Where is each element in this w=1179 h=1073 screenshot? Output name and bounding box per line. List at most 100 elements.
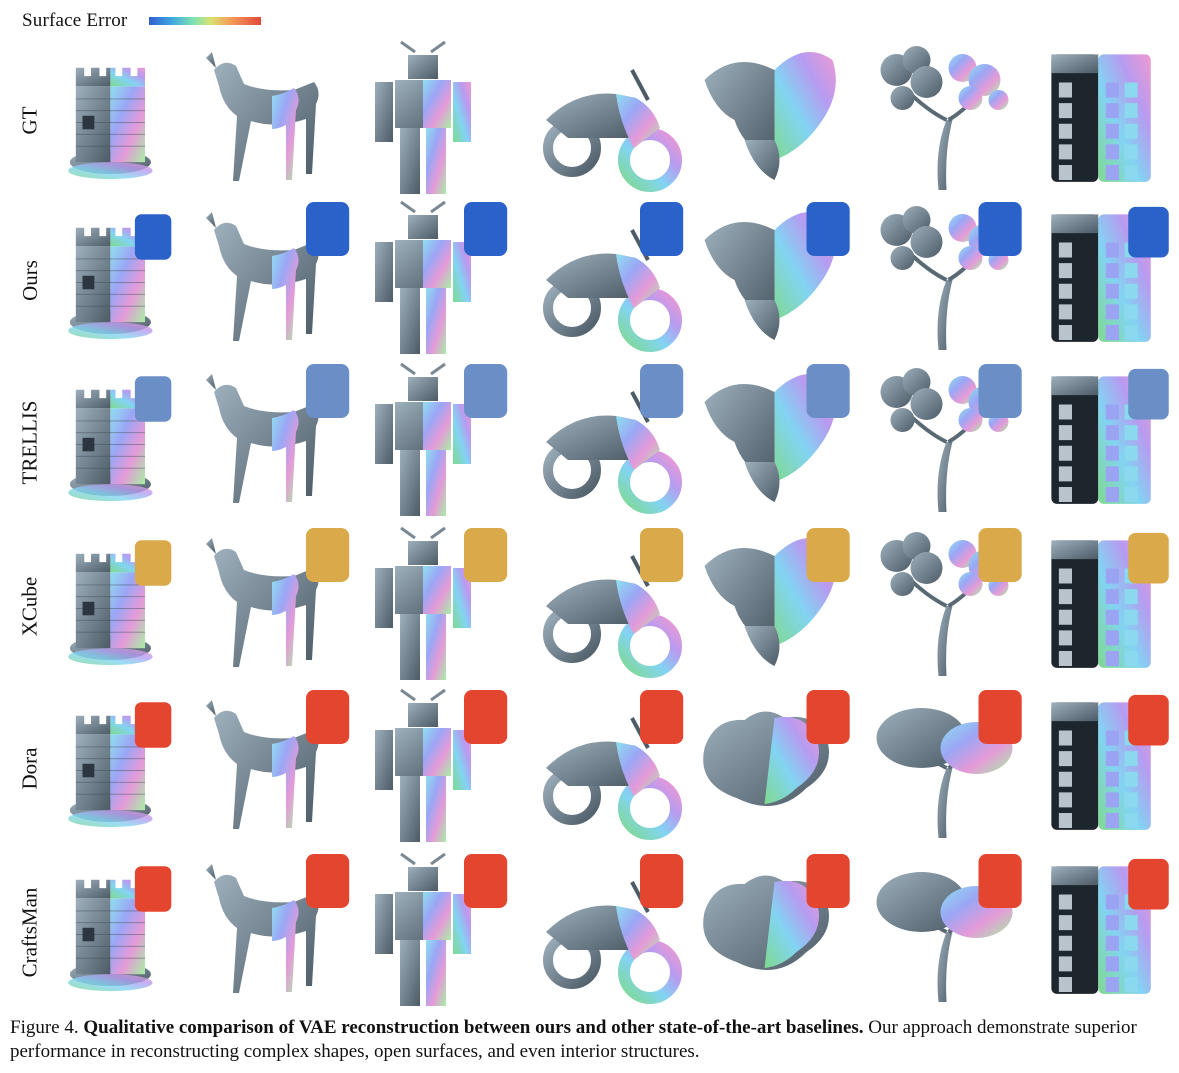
motorcycle-svg	[543, 528, 684, 678]
castle-tower-render	[64, 362, 199, 522]
lily-flower-svg	[704, 202, 850, 340]
castle-tower-render	[64, 40, 199, 200]
vehicle-interior-render	[1042, 688, 1179, 848]
tree-svg	[880, 364, 1022, 512]
tree-svg	[880, 202, 1022, 350]
tree-render	[864, 688, 1029, 848]
motorcycle-render	[536, 688, 696, 848]
row-label-text: XCube	[17, 576, 42, 636]
horse-render	[194, 200, 354, 360]
vehicle-interior-render	[1042, 526, 1179, 686]
robot-render	[360, 40, 520, 200]
row-label-text: Ours	[17, 259, 42, 301]
robot-render	[360, 526, 520, 686]
row-label-text: GT	[17, 106, 42, 134]
lily-flower-render	[692, 852, 857, 1012]
tree-render	[864, 526, 1029, 686]
lily-flower-svg	[703, 854, 850, 970]
horse-svg	[206, 854, 350, 993]
tree-render	[864, 40, 1029, 200]
motorcycle-svg	[543, 854, 684, 1004]
castle-tower-render	[64, 526, 199, 686]
row-label: GT	[6, 40, 54, 200]
tree-svg	[880, 528, 1022, 676]
horse-render	[194, 362, 354, 522]
horse-render	[194, 688, 354, 848]
vehicle-interior-svg	[1051, 694, 1169, 830]
robot-svg	[375, 688, 508, 842]
motorcycle-svg	[543, 690, 684, 840]
robot-svg	[375, 852, 508, 1006]
row-label: CraftsMan	[6, 852, 54, 1012]
robot-svg	[375, 362, 508, 516]
motorcycle-svg	[543, 364, 684, 514]
horse-svg	[206, 202, 350, 341]
lily-flower-svg	[704, 364, 850, 502]
vehicle-interior-render	[1042, 362, 1179, 522]
horse-svg	[206, 690, 350, 829]
legend-label: Surface Error	[22, 10, 128, 31]
figure-caption: Figure 4. Qualitative comparison of VAE …	[10, 1016, 1172, 1064]
horse-render	[194, 526, 354, 686]
row-label-text: Dora	[17, 747, 42, 789]
caption-prefix: Figure 4.	[10, 1017, 79, 1038]
horse-svg	[206, 52, 319, 181]
robot-svg	[375, 526, 508, 680]
castle-tower-svg	[68, 67, 153, 180]
motorcycle-render	[536, 852, 696, 1012]
robot-render	[360, 200, 520, 360]
vehicle-interior-svg	[1051, 858, 1169, 994]
tree-svg	[876, 854, 1022, 1002]
motorcycle-svg	[543, 69, 682, 192]
vehicle-interior-svg	[1051, 368, 1169, 504]
surface-error-colorbar	[149, 17, 262, 25]
horse-svg	[206, 364, 350, 503]
lily-flower-svg	[704, 528, 850, 666]
lily-flower-svg	[704, 52, 836, 180]
lily-flower-render	[692, 362, 857, 522]
vehicle-interior-render	[1042, 40, 1179, 200]
lily-flower-render	[692, 688, 857, 848]
surface-error-legend: Surface Error	[22, 8, 262, 34]
motorcycle-render	[536, 362, 696, 522]
robot-svg	[375, 40, 471, 194]
castle-tower-svg	[68, 376, 172, 502]
motorcycle-render	[536, 40, 696, 200]
motorcycle-render	[536, 526, 696, 686]
lily-flower-render	[692, 200, 857, 360]
motorcycle-svg	[543, 202, 684, 352]
row-label: XCube	[6, 526, 54, 686]
lily-flower-render	[692, 526, 857, 686]
robot-render	[360, 362, 520, 522]
robot-render	[360, 688, 520, 848]
tree-svg	[880, 46, 1009, 190]
castle-tower-svg	[68, 866, 172, 992]
horse-render	[194, 40, 354, 200]
castle-tower-render	[64, 688, 199, 848]
vehicle-interior-svg	[1051, 532, 1169, 668]
tree-render	[864, 852, 1029, 1012]
lily-flower-svg	[703, 690, 850, 806]
castle-tower-svg	[68, 214, 172, 340]
horse-render	[194, 852, 354, 1012]
castle-tower-svg	[68, 540, 172, 666]
row-label: Ours	[6, 200, 54, 360]
tree-svg	[876, 690, 1022, 838]
caption-rest: Our approach demonstrate superior perfor…	[10, 1017, 1137, 1062]
castle-tower-render	[64, 200, 199, 360]
tree-render	[864, 200, 1029, 360]
robot-render	[360, 852, 520, 1012]
castle-tower-render	[64, 852, 199, 1012]
caption-bold: Qualitative comparison of VAE reconstruc…	[83, 1017, 864, 1038]
vehicle-interior-svg	[1051, 54, 1151, 182]
vehicle-interior-render	[1042, 200, 1179, 360]
row-label-text: TRELLIS	[17, 400, 42, 484]
lily-flower-render	[692, 40, 857, 200]
vehicle-interior-svg	[1051, 206, 1169, 342]
castle-tower-svg	[68, 702, 172, 828]
horse-svg	[206, 528, 350, 667]
row-label: TRELLIS	[6, 362, 54, 522]
row-label: Dora	[6, 688, 54, 848]
tree-render	[864, 362, 1029, 522]
vehicle-interior-render	[1042, 852, 1179, 1012]
